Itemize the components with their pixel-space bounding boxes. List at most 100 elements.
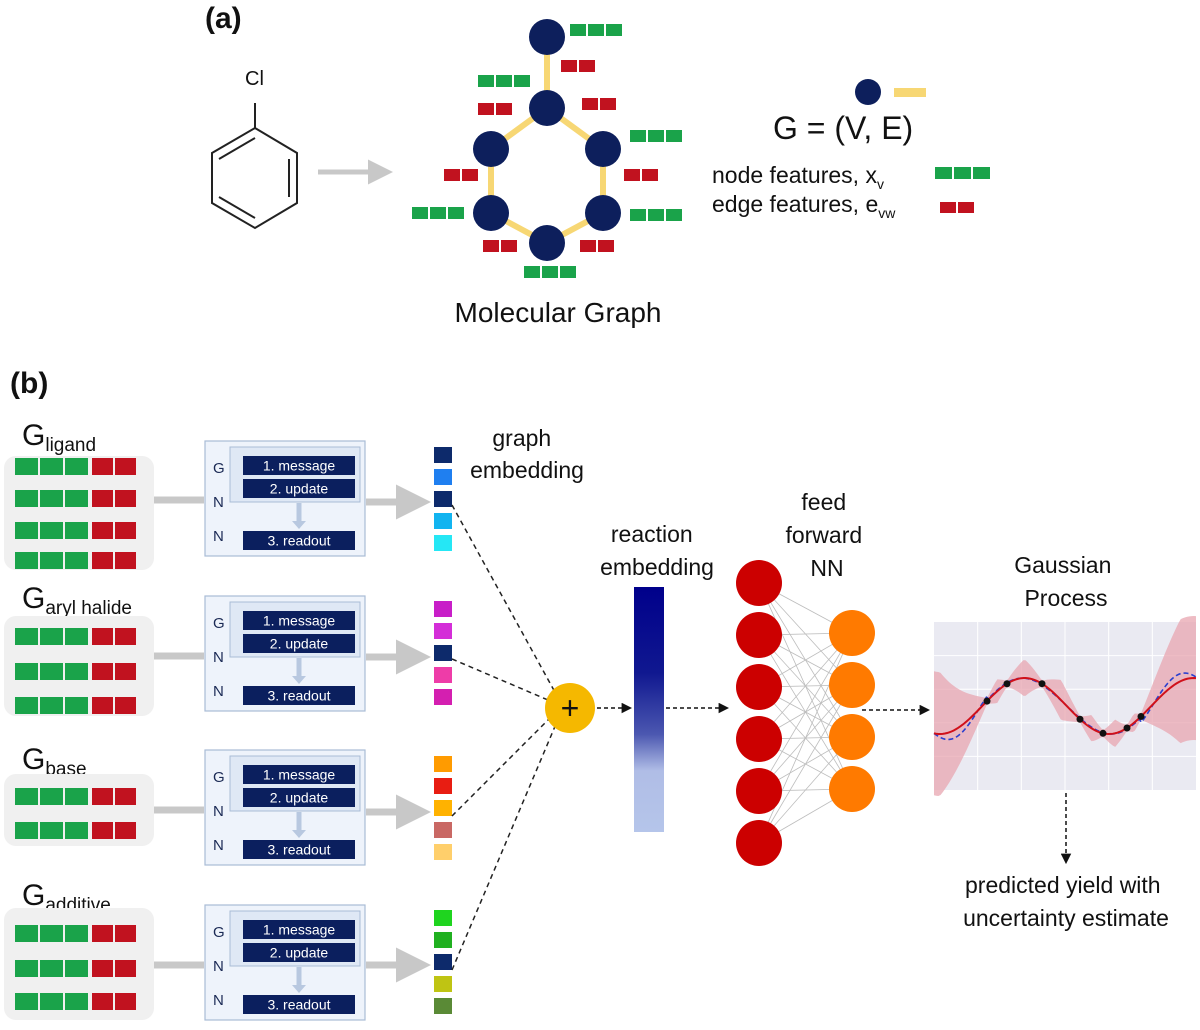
graph-name-aryl-halide: Garyl halide	[22, 582, 132, 619]
nn-connection	[758, 632, 853, 740]
gnn-letter: N	[213, 992, 224, 1009]
graph-embedding-vector	[434, 910, 452, 1014]
gnn-letter: N	[213, 803, 224, 820]
feed-forward-network	[736, 560, 875, 866]
atom-feature-row	[15, 697, 136, 714]
gaussian-process-plot	[933, 616, 1197, 796]
reaction-embedding-vector	[634, 587, 664, 832]
gnn-step-label: 2. update	[270, 636, 329, 652]
nn-connection	[758, 684, 853, 844]
edge-feature-vector	[580, 240, 614, 252]
node-feature-vector	[630, 209, 682, 221]
output-neuron	[829, 766, 875, 812]
gp-uncertainty-band	[934, 616, 1196, 796]
output-neuron	[829, 610, 875, 656]
atom-feature-row	[15, 552, 136, 569]
edge-feature-vector	[582, 98, 616, 110]
node-features-legend-blocks	[935, 167, 990, 179]
gp-observation-point	[1123, 724, 1131, 732]
atom-feature-row	[15, 663, 136, 680]
gnn-step-label: 2. update	[270, 790, 329, 806]
embedding-cell	[434, 513, 452, 529]
nn-connection	[758, 736, 853, 844]
gnn-letter: N	[213, 958, 224, 975]
panel-a-label: (a)	[205, 2, 242, 35]
embedding-cell	[434, 998, 452, 1014]
gp-observation-point	[1099, 729, 1107, 737]
gnn-step-label: 2. update	[270, 481, 329, 497]
atom-feature-row	[15, 960, 136, 977]
embedding-cell	[434, 645, 452, 661]
output-neuron	[829, 714, 875, 760]
feature-matrix-panel	[4, 456, 154, 570]
graph-node	[473, 195, 509, 231]
output-neuron	[829, 662, 875, 708]
edge-feature-vector	[478, 103, 512, 115]
gaussian-process-label: Gaussian Process	[1014, 552, 1118, 611]
gnn-letter: N	[213, 683, 224, 700]
graph-embedding-vector	[434, 601, 452, 705]
embedding-cell	[434, 491, 452, 507]
nn-connection	[758, 632, 853, 844]
graph-node	[529, 225, 565, 261]
molecular-graph-caption: Molecular Graph	[455, 297, 662, 328]
prediction-output-label: predicted yield with uncertainty estimat…	[963, 872, 1169, 931]
node-feature-vector	[524, 266, 576, 278]
gp-mean-line	[933, 677, 1197, 735]
input-neuron	[736, 768, 782, 814]
graph-node	[585, 195, 621, 231]
gnn-step-box	[243, 456, 355, 475]
gnn-step-label: 2. update	[270, 945, 329, 961]
gnn-step-box	[243, 943, 355, 962]
gp-observation-point	[1137, 712, 1145, 720]
chlorine-atom-label: Cl	[245, 68, 264, 90]
embedding-cell	[434, 954, 452, 970]
embedding-cell	[434, 535, 452, 551]
graph-embedding-vector	[434, 756, 452, 860]
embedding-cell	[434, 976, 452, 992]
edge-feature-vector	[483, 240, 517, 252]
gp-observation-point	[1076, 715, 1084, 723]
gp-observation-point	[1003, 680, 1011, 688]
edge-feature-vector	[624, 169, 658, 181]
gnn-letter: N	[213, 837, 224, 854]
atom-feature-row	[15, 458, 136, 475]
nn-connection	[758, 632, 853, 792]
chlorobenzene-structure	[211, 103, 298, 230]
graph-name-ligand: Gligand	[22, 419, 96, 456]
gnn-letter: N	[213, 649, 224, 666]
embedding-cell	[434, 469, 452, 485]
atom-feature-row	[15, 788, 136, 805]
plus-symbol: +	[561, 690, 580, 726]
atom-feature-row	[15, 925, 136, 942]
gnn-step-box	[243, 611, 355, 630]
graph-embedding-vector	[434, 447, 452, 551]
input-neuron	[736, 560, 782, 606]
graph-node	[585, 131, 621, 167]
feed-forward-nn-label: feed forward NN	[785, 489, 868, 581]
gnn-step-box	[243, 995, 355, 1014]
input-neuron	[736, 716, 782, 762]
reaction-embedding-label: reaction embedding	[600, 521, 714, 580]
gnn-letter: N	[213, 528, 224, 545]
gnn-letter: G	[213, 769, 225, 786]
gp-observation-point	[1038, 680, 1046, 688]
gnn-step-box	[243, 531, 355, 550]
embedding-cell	[434, 601, 452, 617]
gnn-step-label: 3. readout	[267, 688, 330, 704]
atom-feature-row	[15, 490, 136, 507]
input-neuron	[736, 664, 782, 710]
atom-feature-row	[15, 993, 136, 1010]
edge-legend-icon	[894, 88, 926, 97]
gnn-step-box	[243, 840, 355, 859]
node-feature-vector	[570, 24, 622, 36]
gnn-step-label: 3. readout	[267, 997, 330, 1013]
edge-feature-vector	[561, 60, 595, 72]
